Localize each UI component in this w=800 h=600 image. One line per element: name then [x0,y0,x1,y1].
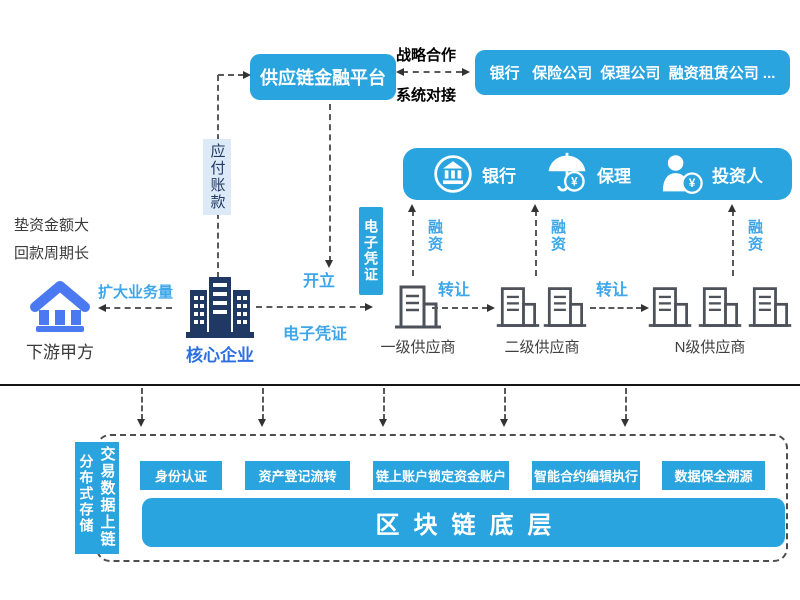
smart-contract-button: 智能合约编辑执行 [532,461,640,490]
strategic-cooperation-label: 战略合作 [396,47,457,64]
funder-investor-label: 投资人 [712,166,763,186]
onchain-line [262,388,264,420]
arrowhead-down-icon [258,419,266,427]
system-integration-label: 系统对接 [396,87,457,104]
transfer-line [590,307,642,309]
distributed-storage-label: 分布式存储 [78,454,95,534]
supplier-building-icon [748,287,792,327]
pain-line-2: 回款周期长 [14,245,90,262]
tier2-supplier-label: 二级供应商 [504,339,580,356]
supplier-building-icon [395,285,441,329]
funder-item-bank: 银行 [432,153,516,195]
arrowhead-down-icon [500,419,508,427]
transfer-label: 转让 [596,282,629,299]
identity-auth-button: 身份认证 [140,461,222,490]
financing-line [535,210,537,276]
arrowhead-right-icon [365,303,373,311]
arrowhead-up-icon [728,204,736,212]
evoucher-label: 电子凭证 [283,326,348,343]
arrowhead-right-icon [641,304,649,312]
arrowhead-right-icon [462,68,470,76]
core-enterprise-icon [186,277,254,338]
arrowhead-down-icon [621,419,629,427]
onchain-line [141,388,143,420]
onchain-line [383,388,385,420]
supplier-building-icon [496,287,540,327]
funder-bank-label: 银行 [482,166,516,186]
section-divider-line [0,384,800,386]
funder-factoring-label: 保理 [597,166,631,186]
financing-label: 融资 [549,219,566,253]
platform-box: 供应链金融平台 [250,54,396,100]
arrowhead-down-icon [137,419,145,427]
pain-line-1: 垫资金额大 [14,217,90,234]
tier1-supplier-label: 一级供应商 [380,339,456,356]
payable-connector-hline [218,74,244,76]
transfer-label: 转让 [438,282,471,299]
financing-label: 融资 [746,219,763,253]
funder-item-investor: ¥ 投资人 [660,153,763,195]
supplier-building-icon [648,287,692,327]
funder-item-factoring: ¥ 保理 [545,151,631,197]
arrowhead-up-icon [408,204,416,212]
blockchain-base-bar: 区块链底层 [142,498,785,547]
accounts-payable-tag: 应付账款 [203,139,231,215]
downstream-party-label: 下游甲方 [26,343,94,362]
evoucher-vertical-tag: 电子凭证 [359,207,383,295]
bank-circle-icon [434,155,472,193]
arrowhead-left-icon [396,68,404,76]
arrowhead-down-icon [379,419,387,427]
supplier-building-icon [698,287,742,327]
onchain-line [625,388,627,420]
tierN-supplier-label: N级供应商 [674,339,746,356]
arrowhead-right-icon [487,304,495,312]
asset-registration-button: 资产登记流转 [245,461,350,490]
issue-label: 开立 [303,273,336,290]
downstream-bank-icon [30,281,90,332]
data-preservation-button: 数据保全溯源 [662,461,765,490]
arrowhead-left-icon [98,304,106,312]
platform-down-line [329,104,331,262]
svg-text:¥: ¥ [689,176,696,190]
onchain-account-lock-button: 链上账户锁定资金账户 [373,461,509,490]
arrowhead-up-icon [531,204,539,212]
umbrella-yuan-icon: ¥ [548,152,586,192]
investor-yuan-icon: ¥ [662,155,703,194]
financing-line [732,210,734,276]
expand-business-line [104,307,172,309]
partners-box: 银行 保险公司 保理公司 融资租赁公司 ... [475,50,790,95]
financing-label: 融资 [426,219,443,253]
svg-text:¥: ¥ [571,175,578,189]
expand-business-label: 扩大业务量 [98,284,174,301]
transaction-onchain-label: 交易数据上链 [98,446,116,548]
supplier-building-icon [543,287,587,327]
pain-point-text: 垫资金额大 回款周期长 [14,212,89,268]
financing-line [412,210,414,276]
issue-evoucher-line [256,306,366,308]
onchain-storage-tag: 分布式存储 交易数据上链 [75,442,119,554]
cooperation-connector-line [402,71,462,73]
funder-bar: 银行 ¥ 保理 ¥ 投资人 [403,148,792,200]
core-enterprise-label: 核心企业 [186,346,254,365]
transfer-line [432,307,488,309]
onchain-line [504,388,506,420]
arrowhead-down-icon [325,260,333,268]
arrowhead-right-icon [243,71,251,79]
